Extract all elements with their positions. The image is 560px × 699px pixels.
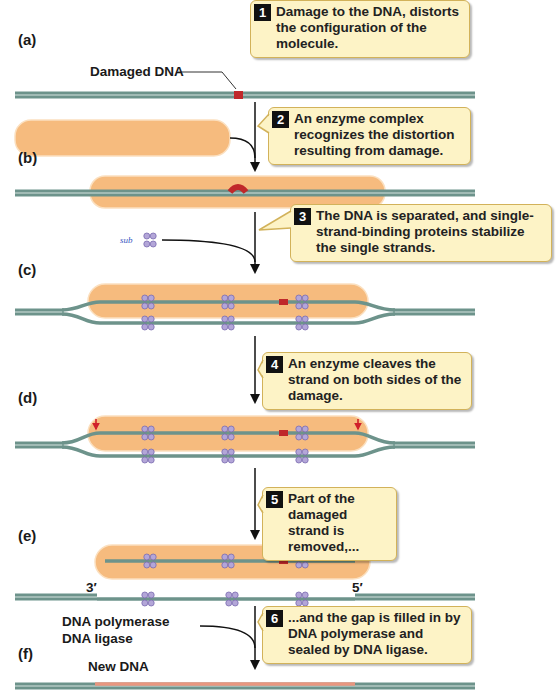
- step-arrow: [254, 102, 256, 170]
- callout-tail: [259, 211, 293, 230]
- panel-letter: (b): [18, 150, 37, 166]
- ssb-protein: [142, 295, 154, 309]
- ssb-protein: [222, 554, 234, 568]
- cut-arrow: [95, 419, 97, 429]
- ssb-protein: [296, 449, 308, 463]
- damage-mark: [279, 430, 288, 436]
- ssb-protein: [296, 592, 308, 606]
- callout-number: 4: [266, 356, 283, 373]
- panel-letter: (a): [18, 32, 36, 48]
- damage-mark: [230, 187, 246, 192]
- callout-text: An enzyme complex recognizes the distort…: [294, 111, 464, 159]
- callout-box: 1 Damage to the DNA, distorts the configu…: [250, 0, 470, 58]
- cut-arrow: [357, 419, 359, 429]
- callout-box: 4 An enzyme cleaves the strand on both si…: [262, 352, 472, 410]
- dna-strand: [15, 442, 475, 449]
- ssb-protein: [142, 592, 154, 606]
- part-label: 3′: [86, 580, 97, 596]
- callout-text: Damage to the DNA, distorts the configur…: [276, 4, 463, 52]
- callout-text: ...and the gap is filled in by DNA polym…: [288, 610, 465, 658]
- handwritten-note: sub: [120, 235, 133, 245]
- part-label: DNA ligase: [62, 631, 133, 647]
- callout-number: 5: [266, 491, 283, 508]
- damage-mark: [279, 299, 288, 305]
- step-arrow: [254, 468, 256, 538]
- part-label: Damaged DNA: [90, 64, 184, 80]
- part-label: DNA polymerase: [62, 614, 170, 630]
- panel-letter: (d): [18, 390, 37, 406]
- ssb-protein: [222, 449, 234, 463]
- leader-line: [178, 72, 236, 89]
- dna-strand: [15, 683, 475, 690]
- callout-box: 5 Part of the damaged strand is removed,.…: [262, 487, 397, 561]
- callout-box: 3 The DNA is separated, and single-strand…: [290, 204, 552, 262]
- dna-strand: [15, 92, 475, 99]
- step-arrow: [254, 336, 256, 402]
- callout-number: 3: [294, 208, 311, 225]
- dna-strand: [15, 94, 475, 95]
- dna-duplex: [15, 95, 475, 96]
- ssb-protein: [296, 426, 308, 440]
- callout-text: An enzyme cleaves the strand on both sid…: [288, 356, 465, 404]
- dna-strand: [15, 309, 475, 316]
- ssb-protein: [296, 295, 308, 309]
- new-dna: [95, 682, 355, 686]
- ssb-protein: [144, 233, 156, 247]
- flow-arrow: [162, 240, 255, 262]
- ssb-protein: [142, 316, 154, 330]
- damage-mark: [234, 91, 243, 99]
- step-arrow: [254, 212, 256, 272]
- ssb-protein: [144, 554, 156, 568]
- step-arrow: [254, 606, 256, 668]
- ssb-protein: [222, 426, 234, 440]
- callout-number: 6: [266, 610, 283, 627]
- callout-box: 6 ...and the gap is filled in by DNA poly…: [262, 606, 472, 664]
- panel-letter: (c): [18, 262, 36, 278]
- dna-strand: [97, 597, 355, 601]
- callout-text: Part of the damaged strand is removed,..…: [288, 491, 390, 555]
- callout-number: 2: [272, 111, 289, 128]
- part-label: New DNA: [88, 659, 149, 675]
- callout-number: 1: [254, 4, 271, 21]
- dna-strand: [15, 444, 475, 445]
- enzyme-complex: [15, 120, 230, 156]
- callout-text: The DNA is separated, and single-strand-…: [316, 208, 545, 256]
- panel-letter: (f): [18, 646, 33, 662]
- ssb-protein: [222, 295, 234, 309]
- ssb-protein: [222, 316, 234, 330]
- flow-arrow: [230, 138, 255, 158]
- ssb-protein: [142, 449, 154, 463]
- ssb-protein: [142, 426, 154, 440]
- flow-arrow: [200, 626, 255, 648]
- callout-tail: [259, 211, 291, 230]
- panel-letter: (e): [18, 528, 36, 544]
- dna-strand: [15, 311, 475, 312]
- ssb-protein: [296, 316, 308, 330]
- part-label: 5′: [352, 580, 363, 596]
- ssb-protein: [226, 592, 238, 606]
- callout-box: 2 An enzyme complex recognizes the distor…: [268, 107, 471, 165]
- dna-strand: [15, 594, 475, 601]
